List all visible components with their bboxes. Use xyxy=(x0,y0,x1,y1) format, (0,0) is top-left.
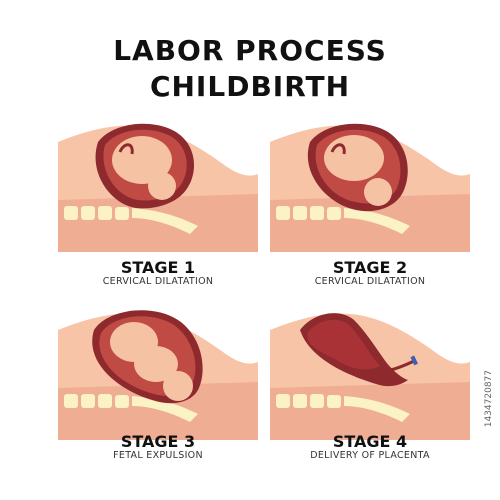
fetus xyxy=(112,136,176,200)
page-title-line2: CHILDBIRTH xyxy=(149,70,351,103)
stage-3-illustration xyxy=(58,310,258,440)
stage-3-subtitle: FETAL EXPULSION xyxy=(113,450,203,461)
stage-3-label: STAGE 3 xyxy=(120,432,196,451)
stage-1-subtitle: CERVICAL DILATATION xyxy=(102,276,214,287)
stage-2-illustration xyxy=(270,123,470,252)
spine xyxy=(64,206,198,234)
fetus xyxy=(110,322,193,401)
spine xyxy=(276,206,410,234)
placenta xyxy=(307,319,380,370)
cord-clamp xyxy=(410,355,418,366)
fetus xyxy=(324,135,392,206)
stage-2-label: STAGE 2 xyxy=(332,258,408,277)
stage-4-illustration xyxy=(270,313,470,440)
stage-2-subtitle: CERVICAL DILATATION xyxy=(314,276,426,287)
stage-4-label: STAGE 4 xyxy=(332,432,408,451)
spine xyxy=(276,394,410,422)
spine xyxy=(64,394,198,422)
stage-1-label: STAGE 1 xyxy=(120,258,196,277)
watermark-id: 1434720877 xyxy=(484,370,494,428)
stage-4-subtitle: DELIVERY OF PLACENTA xyxy=(310,450,430,461)
stage-1-illustration xyxy=(58,123,258,252)
page-title-line1: LABOR PROCESS xyxy=(113,34,387,67)
